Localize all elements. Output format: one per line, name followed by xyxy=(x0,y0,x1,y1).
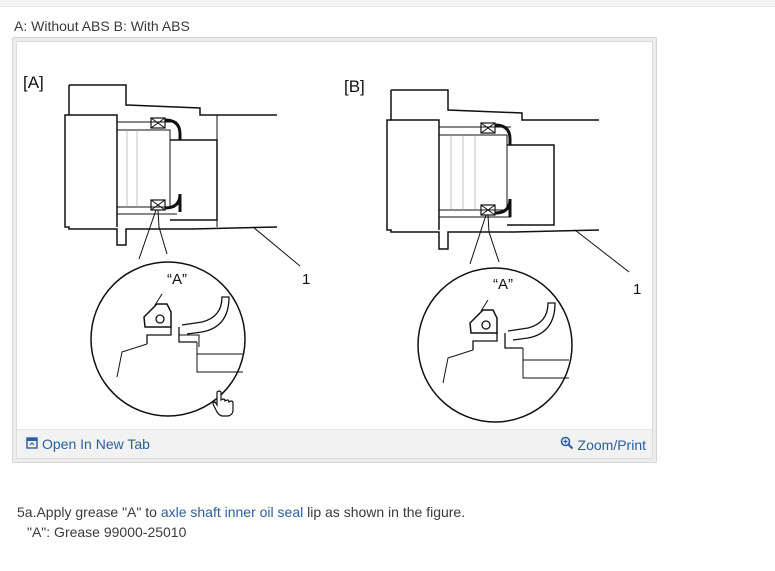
open-in-new-tab-label: Open In New Tab xyxy=(42,436,150,452)
instruction-step: 5a.Apply grease "A" to axle shaft inner … xyxy=(17,502,465,522)
step-prefix: 5a.Apply grease "A" to xyxy=(17,504,161,520)
label-b: [B] xyxy=(344,77,365,96)
hand-pointer-cursor-icon xyxy=(212,390,234,417)
diagram-b xyxy=(386,89,630,423)
step-suffix: lip as shown in the figure. xyxy=(303,504,466,520)
part-number-left: 1 xyxy=(302,271,310,288)
label-a: [A] xyxy=(23,73,44,92)
callout-a-left: “A” xyxy=(167,271,187,288)
figure-container: [A] [B] “A” “A” 1 1 xyxy=(12,37,657,463)
diagram-a xyxy=(64,84,301,417)
part-number-right: 1 xyxy=(633,281,641,298)
figure-viewer: [A] [B] “A” “A” 1 1 xyxy=(16,41,653,459)
zoom-print-link[interactable]: Zoom/Print xyxy=(560,436,646,453)
oil-seal-diagram: [A] [B] “A” “A” 1 1 xyxy=(23,73,641,423)
callout-a-right: “A” xyxy=(493,276,513,293)
figure-caption: A: Without ABS B: With ABS xyxy=(14,18,190,34)
page-top-bar xyxy=(0,0,775,7)
grease-spec: "A": Grease 99000-25010 xyxy=(27,524,187,540)
axle-shaft-oil-seal-link[interactable]: axle shaft inner oil seal xyxy=(160,504,304,520)
zoom-print-label: Zoom/Print xyxy=(577,436,646,453)
open-in-new-tab-link[interactable]: Open In New Tab xyxy=(26,436,150,452)
figure-toolbar: Open In New Tab Zoom/Print xyxy=(17,429,652,458)
instructions: 5a.Apply grease "A" to axle shaft inner … xyxy=(17,502,465,542)
open-in-new-tab-icon xyxy=(26,436,38,452)
zoom-icon xyxy=(560,436,574,453)
